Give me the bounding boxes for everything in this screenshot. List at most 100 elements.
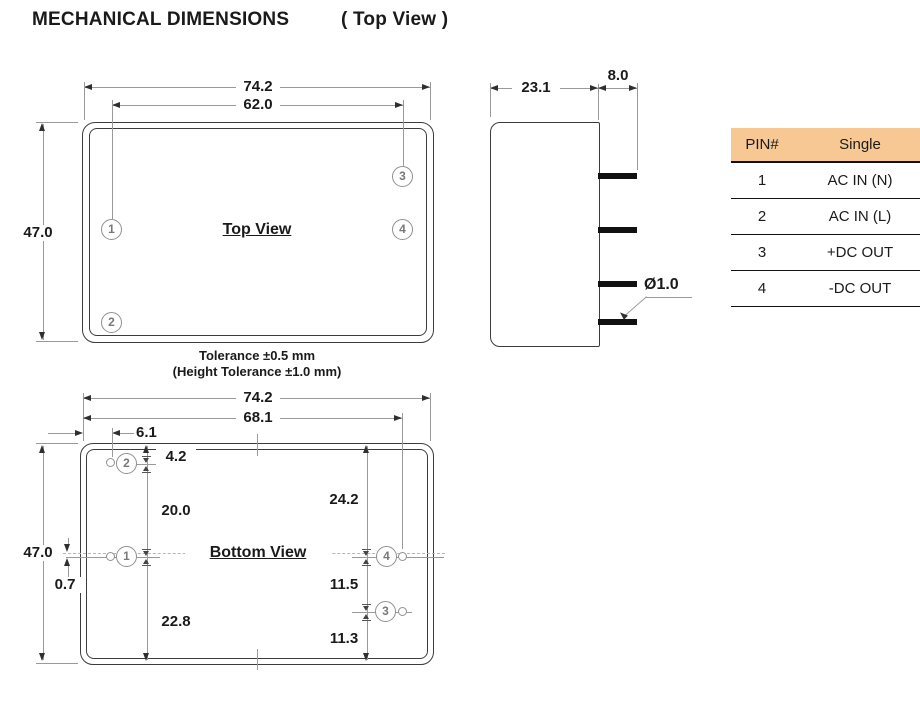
bv-pin-1-marker: 1: [116, 546, 137, 567]
bv-dim-681-line-right: [280, 418, 402, 419]
bv-dim-61-tail-right: [120, 433, 134, 434]
sv-dim-231-line-left: [490, 88, 512, 89]
bv-pin-1-hole: [106, 552, 115, 561]
bv-pin2-row-line: [118, 464, 162, 465]
bv-offset-tail-bottom: [68, 566, 69, 578]
sv-pin-2-lead: [598, 227, 637, 233]
bv-pin-3-hole: [398, 607, 407, 616]
sv-dim-231-arrow-left: [490, 85, 498, 91]
bv-left-column-arrow-top: [143, 445, 149, 453]
pin-function-table: PIN# Single 1 AC IN (N) 2 AC IN (L) 3 +D…: [731, 128, 920, 307]
bv-dim-offset-label: 0.7: [45, 577, 85, 593]
bv-dim-61-arrow-left: [75, 430, 83, 436]
tolerance-line-2: (Height Tolerance ±1.0 mm): [172, 364, 342, 379]
tv-dim-620-line-left: [112, 105, 236, 106]
pin-number-cell: 1: [757, 172, 767, 189]
tv-ext-pin1: [112, 100, 113, 219]
tv-pin-2-marker: 2: [101, 312, 122, 333]
bv-dim-742-arrow-left: [83, 395, 91, 401]
tv-dim-742-line-right: [280, 87, 430, 88]
tv-dim-width-label: 74.2: [236, 79, 280, 95]
bv-dim-width-label: 74.2: [236, 390, 280, 406]
bv-pin2-tick: [142, 456, 151, 473]
sv-dim-depth-label: 23.1: [512, 80, 560, 96]
tv-ext-left: [84, 82, 85, 120]
bv-pin-2-hole: [106, 458, 115, 467]
sv-dim-231-arrow-right: [590, 85, 598, 91]
tv-ext-right: [430, 82, 431, 120]
pin-number-cell: 3: [757, 244, 767, 261]
pin-number-cell: 2: [757, 208, 767, 225]
tv-pin-4-marker: 4: [392, 219, 413, 240]
tv-dim-742-arrow-right: [422, 84, 430, 90]
table-row: 4 -DC OUT: [731, 271, 920, 307]
bv-dim-742-line-right: [280, 398, 430, 399]
bv-right-column-arrow-bottom: [363, 653, 369, 661]
bv-dim-61-tail-left: [48, 433, 76, 434]
pin-function-cell: +DC OUT: [826, 244, 894, 261]
tv-dim-470-arrow-bottom: [39, 332, 45, 340]
bv-dim-742-line-left: [83, 398, 236, 399]
bv-dim-742-arrow-right: [422, 395, 430, 401]
table-row: 2 AC IN (L): [731, 199, 920, 235]
bv-dim-200-label: 20.0: [156, 503, 196, 519]
sv-dim-231-line-right: [560, 88, 598, 89]
sv-ext-pin-end: [637, 83, 638, 170]
bv-dim-height-label: 47.0: [16, 545, 60, 561]
bv-dim-115-label: 11.5: [324, 577, 364, 593]
tv-ext-bottom-tick: [36, 341, 78, 342]
bv-dim-113-label: 11.3: [324, 631, 364, 647]
bv-dim-681-arrow-left: [83, 415, 91, 421]
bv-top-center-mark: [257, 434, 258, 456]
pin-number-cell: 4: [757, 280, 767, 297]
pin-function-cell: AC IN (L): [828, 208, 892, 225]
sv-ext-left: [490, 83, 491, 117]
bv-dim-242-label: 24.2: [324, 492, 364, 508]
pin-table-header-single: Single: [839, 136, 881, 153]
pin-function-cell: -DC OUT: [828, 280, 892, 297]
sv-dim-80-arrow-left: [598, 85, 606, 91]
bv-dim-470-arrow-bottom: [39, 653, 45, 661]
sv-pin-diameter-label: Ø1.0: [644, 276, 679, 294]
tv-pin-1-marker: 1: [101, 219, 122, 240]
bv-dim-470-arrow-top: [39, 445, 45, 453]
pin-function-cell: AC IN (N): [827, 172, 893, 189]
tv-ext-top-tick: [36, 122, 78, 123]
tv-dim-height-label: 47.0: [16, 225, 60, 241]
pin-table-header-row: PIN# Single: [731, 128, 920, 163]
top-view-body-inner: [89, 128, 427, 336]
bv-dim-681-arrow-right: [394, 415, 402, 421]
bv-pin-4-marker: 4: [376, 546, 397, 567]
bv-dim-edgepin-label: 6.1: [136, 425, 170, 441]
tv-dim-742-line-left: [84, 87, 236, 88]
table-row: 3 +DC OUT: [731, 235, 920, 271]
bv-pin4-tick: [362, 549, 371, 566]
sv-ext-right: [598, 83, 599, 120]
pin-table-header-pin: PIN#: [745, 136, 779, 153]
tolerance-line-1: Tolerance ±0.5 mm: [199, 348, 315, 363]
tv-pin-3-marker: 3: [392, 166, 413, 187]
bv-dim-pinspan-label: 68.1: [236, 410, 280, 426]
tv-dim-742-arrow-left: [84, 84, 92, 90]
bv-dim-42-label: 4.2: [156, 449, 196, 465]
bv-left-column-arrow-bottom: [143, 653, 149, 661]
sv-pin-4-lead: [598, 319, 637, 325]
sv-dim-pinlength-label: 8.0: [598, 68, 638, 84]
bv-pin1-tick: [142, 549, 151, 566]
tv-ext-pin3: [403, 100, 404, 166]
sv-dim-80-arrow-right: [629, 85, 637, 91]
bv-ext-top-tick: [36, 443, 78, 444]
bv-ext-pin4: [402, 413, 403, 549]
bv-right-column-arrow-top: [363, 445, 369, 453]
bv-pin-2-marker: 2: [116, 453, 137, 474]
tv-dim-620-line-right: [280, 105, 403, 106]
top-view-caption: Top View: [192, 221, 322, 239]
bv-ext-right: [430, 393, 431, 441]
bv-pin3-tick: [362, 604, 371, 621]
tv-dim-470-arrow-top: [39, 123, 45, 131]
bv-offset-tail-top: [68, 538, 69, 546]
bv-offset-arrow-up: [64, 558, 70, 566]
bv-dim-681-line-left: [83, 418, 236, 419]
bv-pin-4-hole: [398, 552, 407, 561]
